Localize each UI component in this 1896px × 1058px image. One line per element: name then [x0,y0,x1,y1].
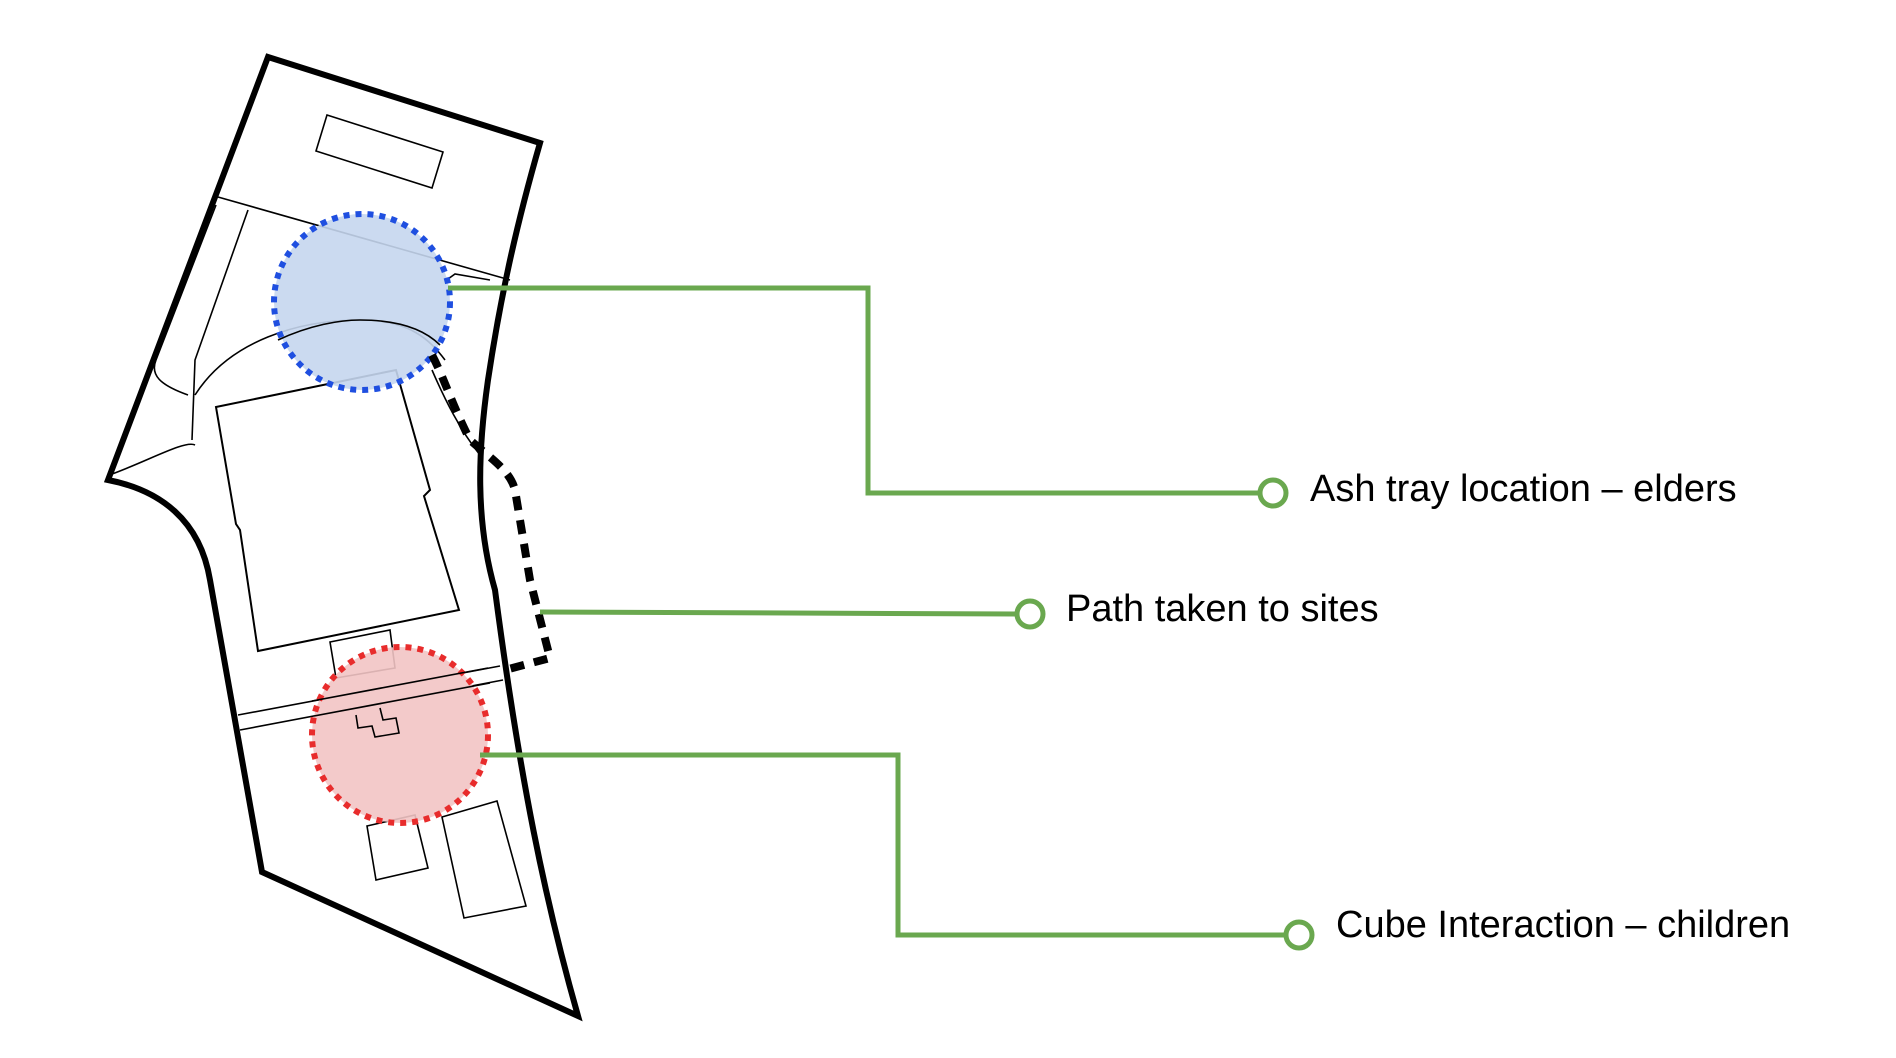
left-road-inner [191,209,249,441]
bottom-rect-left [366,814,429,881]
path-label: Path taken to sites [1066,588,1379,630]
cube-interaction-label: Cube Interaction – children [1336,904,1791,946]
site-boundary [103,53,583,1022]
children-zone-road-bottom [313,682,491,717]
top-rectangle [315,113,444,190]
callout-marker-cube [1283,919,1315,951]
callout-line-ash [448,285,1260,496]
elders-zone-road [277,319,441,346]
left-road-outer [153,204,217,396]
main-building [214,368,461,653]
callout-line-path [539,609,1018,617]
callout-marker-ash [1257,477,1289,509]
bottom-rect-right [441,800,528,919]
right-notch [447,273,491,281]
small-hut [355,707,400,738]
dashed-path [428,353,555,674]
callout-marker-path [1014,598,1046,630]
callout-line-cube [480,752,1286,938]
elders-zone [271,211,453,393]
ash-tray-label: Ash tray location – elders [1310,468,1737,510]
left-road-curve [111,443,196,475]
children-zone-road-top [311,667,489,702]
